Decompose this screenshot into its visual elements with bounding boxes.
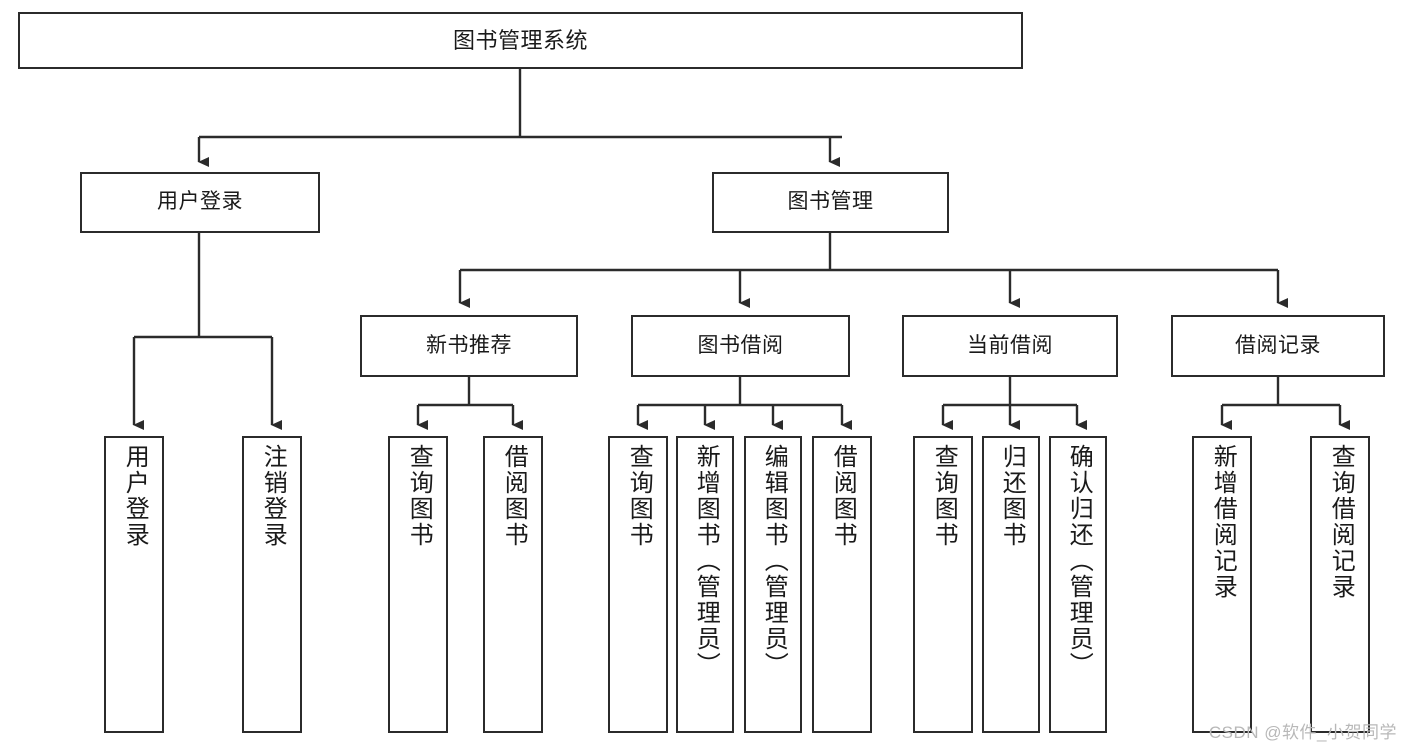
node-root-library-system[interactable]: 图书管理系统 — [18, 12, 1023, 69]
leaf-user-login-signout[interactable]: 注销登录 — [242, 436, 302, 733]
node-user-login[interactable]: 用户登录 — [80, 172, 320, 233]
leaf-book-borrow-add[interactable]: 新增图书（管理员） — [676, 436, 734, 733]
node-current-borrowing[interactable]: 当前借阅 — [902, 315, 1118, 377]
node-borrowing-records[interactable]: 借阅记录 — [1171, 315, 1385, 377]
node-label: 查询图书 — [930, 444, 958, 548]
leaf-current-borrow-confirm-return[interactable]: 确认归还（管理员） — [1049, 436, 1107, 733]
node-label: 当前借阅 — [967, 333, 1053, 357]
node-label: 用户登录 — [157, 190, 243, 214]
watermark-text: CSDN @软件_小贺同学 — [1208, 723, 1397, 742]
node-label: 图书管理 — [787, 190, 874, 214]
node-label: 新书推荐 — [426, 333, 512, 357]
node-label: 查询图书 — [405, 444, 433, 548]
leaf-borrow-record-add[interactable]: 新增借阅记录 — [1192, 436, 1252, 733]
node-label: 借阅图书 — [829, 444, 857, 548]
leaf-book-borrow-query[interactable]: 查询图书 — [608, 436, 668, 733]
leaf-borrow-record-query[interactable]: 查询借阅记录 — [1310, 436, 1370, 733]
node-label: 图书管理系统 — [452, 27, 588, 53]
leaf-current-borrow-return[interactable]: 归还图书 — [982, 436, 1040, 733]
node-book-management[interactable]: 图书管理 — [712, 172, 949, 233]
leaf-book-borrow-edit[interactable]: 编辑图书（管理员） — [744, 436, 802, 733]
node-label: 查询图书 — [625, 444, 653, 548]
node-label: 编辑图书（管理员） — [760, 444, 788, 678]
node-book-borrowing[interactable]: 图书借阅 — [631, 315, 850, 377]
node-label: 新增借阅记录 — [1209, 444, 1237, 600]
node-label: 确认归还（管理员） — [1065, 444, 1093, 678]
node-label: 借阅记录 — [1235, 333, 1321, 357]
leaf-user-login-signin[interactable]: 用户登录 — [104, 436, 164, 733]
node-new-book-recommendation[interactable]: 新书推荐 — [360, 315, 578, 377]
leaf-current-borrow-query[interactable]: 查询图书 — [913, 436, 973, 733]
node-label: 归还图书 — [998, 444, 1026, 548]
node-label: 用户登录 — [121, 444, 149, 548]
leaf-book-borrow-borrow[interactable]: 借阅图书 — [812, 436, 872, 733]
node-label: 查询借阅记录 — [1327, 444, 1355, 600]
node-label: 新增图书（管理员） — [692, 444, 720, 678]
leaf-new-book-query[interactable]: 查询图书 — [388, 436, 448, 733]
leaf-new-book-borrow[interactable]: 借阅图书 — [483, 436, 543, 733]
node-label: 借阅图书 — [500, 444, 528, 548]
node-label: 图书借阅 — [697, 333, 784, 357]
node-label: 注销登录 — [259, 444, 287, 548]
